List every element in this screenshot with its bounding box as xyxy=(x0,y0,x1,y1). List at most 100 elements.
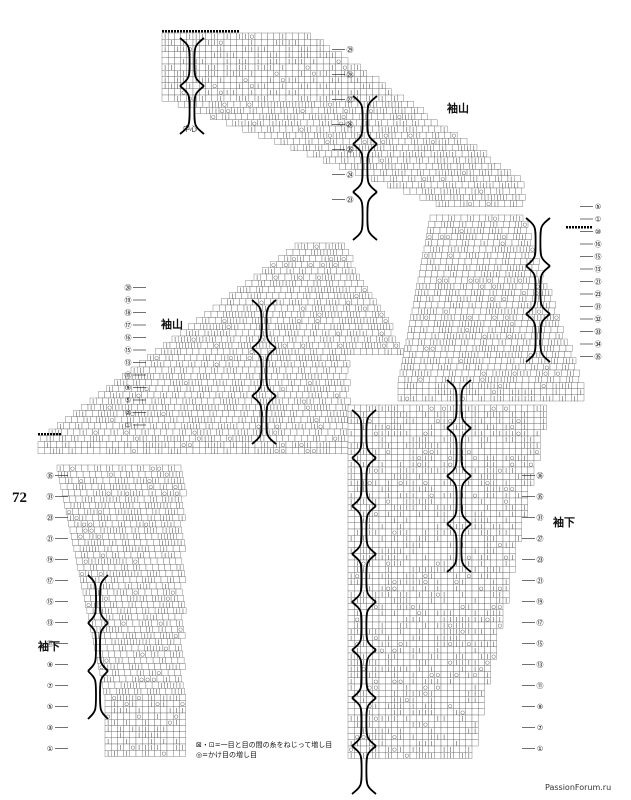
svg-text:|: | xyxy=(335,102,337,108)
svg-text:|: | xyxy=(282,84,284,90)
svg-text:|: | xyxy=(251,46,253,52)
svg-text:|: | xyxy=(392,115,394,121)
svg-text:|: | xyxy=(201,34,203,40)
svg-text:|: | xyxy=(164,65,166,71)
cable-right-under-2 xyxy=(446,379,472,573)
svg-text:|: | xyxy=(442,146,444,152)
svg-text:|: | xyxy=(511,290,513,296)
grid-right-under: ||||||○○|||○○|||||||||||||||||||||○|||○|… xyxy=(347,404,547,759)
svg-text:|: | xyxy=(356,90,358,96)
svg-text:|: | xyxy=(272,121,274,127)
svg-text:|: | xyxy=(319,127,321,133)
svg-text:|: | xyxy=(522,266,524,272)
svg-text:|: | xyxy=(503,195,505,201)
svg-text:|: | xyxy=(447,266,449,272)
svg-text:|: | xyxy=(195,59,197,65)
svg-text:|: | xyxy=(473,146,475,152)
svg-text:|: | xyxy=(500,170,502,176)
svg-text:○: ○ xyxy=(493,216,497,222)
svg-text:○: ○ xyxy=(301,108,305,114)
svg-text:|: | xyxy=(417,146,419,152)
svg-text:|: | xyxy=(505,290,507,296)
svg-text:|: | xyxy=(471,303,473,309)
svg-text:|: | xyxy=(318,146,320,152)
svg-text:|: | xyxy=(301,53,303,59)
svg-text:○: ○ xyxy=(462,170,466,176)
svg-text:|: | xyxy=(370,139,372,145)
svg-text:|: | xyxy=(170,65,172,71)
svg-text:|: | xyxy=(409,152,411,158)
row-marker: ⑦ xyxy=(47,682,53,690)
row-marker: ⑩ xyxy=(595,228,601,236)
svg-text:|: | xyxy=(439,247,441,253)
svg-text:|: | xyxy=(164,34,166,40)
svg-text:|: | xyxy=(332,90,334,96)
row-marker: ㉙ xyxy=(347,46,354,54)
svg-text:|: | xyxy=(501,247,503,253)
svg-text:○: ○ xyxy=(440,235,444,241)
svg-text:○: ○ xyxy=(339,121,343,127)
svg-text:|: | xyxy=(397,102,399,108)
svg-text:|: | xyxy=(438,284,440,290)
svg-text:|: | xyxy=(526,278,528,284)
row-marker: ① xyxy=(47,745,53,753)
svg-text:|: | xyxy=(348,102,350,108)
svg-text:|: | xyxy=(220,53,222,59)
svg-text:|: | xyxy=(492,290,494,296)
svg-text:|: | xyxy=(423,146,425,152)
svg-text:|: | xyxy=(270,90,272,96)
svg-text:|: | xyxy=(457,139,459,145)
svg-text:|: | xyxy=(506,253,508,259)
svg-text:|: | xyxy=(527,303,529,309)
svg-text:○: ○ xyxy=(250,34,254,40)
svg-text:|: | xyxy=(485,266,487,272)
svg-text:○: ○ xyxy=(244,77,248,83)
row-marker: ⑳ xyxy=(125,284,132,292)
svg-text:|: | xyxy=(475,253,477,259)
svg-text:|: | xyxy=(497,235,499,241)
svg-text:|: | xyxy=(390,152,392,158)
svg-text:|: | xyxy=(208,65,210,71)
svg-text:|: | xyxy=(214,53,216,59)
svg-text:|: | xyxy=(416,133,418,139)
svg-text:|: | xyxy=(493,222,495,228)
svg-text:○: ○ xyxy=(328,102,332,108)
svg-text:|: | xyxy=(313,59,315,65)
label-sleeve-under-left: 袖下 xyxy=(38,640,60,653)
svg-text:|: | xyxy=(183,77,185,83)
row-marker: ㉑ xyxy=(595,278,602,286)
svg-text:|: | xyxy=(288,90,290,96)
svg-text:|: | xyxy=(245,59,247,65)
svg-text:|: | xyxy=(245,65,247,71)
svg-text:|: | xyxy=(538,278,540,284)
svg-text:|: | xyxy=(328,121,330,127)
svg-text:|: | xyxy=(226,65,228,71)
svg-text:|: | xyxy=(369,96,371,102)
svg-text:|: | xyxy=(391,164,393,170)
svg-text:|: | xyxy=(438,139,440,145)
svg-text:|: | xyxy=(342,133,344,139)
legend: ⊠・⊡=一目と目の間の糸をねじって増し目 ◎=かけ目の増し目 xyxy=(196,740,332,760)
svg-text:○: ○ xyxy=(469,278,473,284)
svg-text:|: | xyxy=(460,297,462,303)
svg-text:|: | xyxy=(395,108,397,114)
svg-text:|: | xyxy=(440,152,442,158)
svg-text:|: | xyxy=(214,34,216,40)
svg-text:|: | xyxy=(489,183,491,189)
svg-text:|: | xyxy=(396,183,398,189)
svg-text:○: ○ xyxy=(480,284,484,290)
label-center: 中心 xyxy=(183,125,197,133)
svg-text:|: | xyxy=(307,84,309,90)
svg-text:|: | xyxy=(450,222,452,228)
svg-text:|: | xyxy=(527,241,529,247)
svg-text:|: | xyxy=(301,96,303,102)
svg-text:|: | xyxy=(467,228,469,234)
svg-text:|: | xyxy=(257,96,259,102)
svg-text:○: ○ xyxy=(523,222,527,228)
svg-text:|: | xyxy=(317,133,319,139)
svg-text:|: | xyxy=(494,201,496,207)
svg-text:|: | xyxy=(411,177,413,183)
svg-text:|: | xyxy=(481,222,483,228)
grid-left-under: |○||||○○|||○||○|||○|||||○||||||||||○|○||… xyxy=(56,464,187,757)
